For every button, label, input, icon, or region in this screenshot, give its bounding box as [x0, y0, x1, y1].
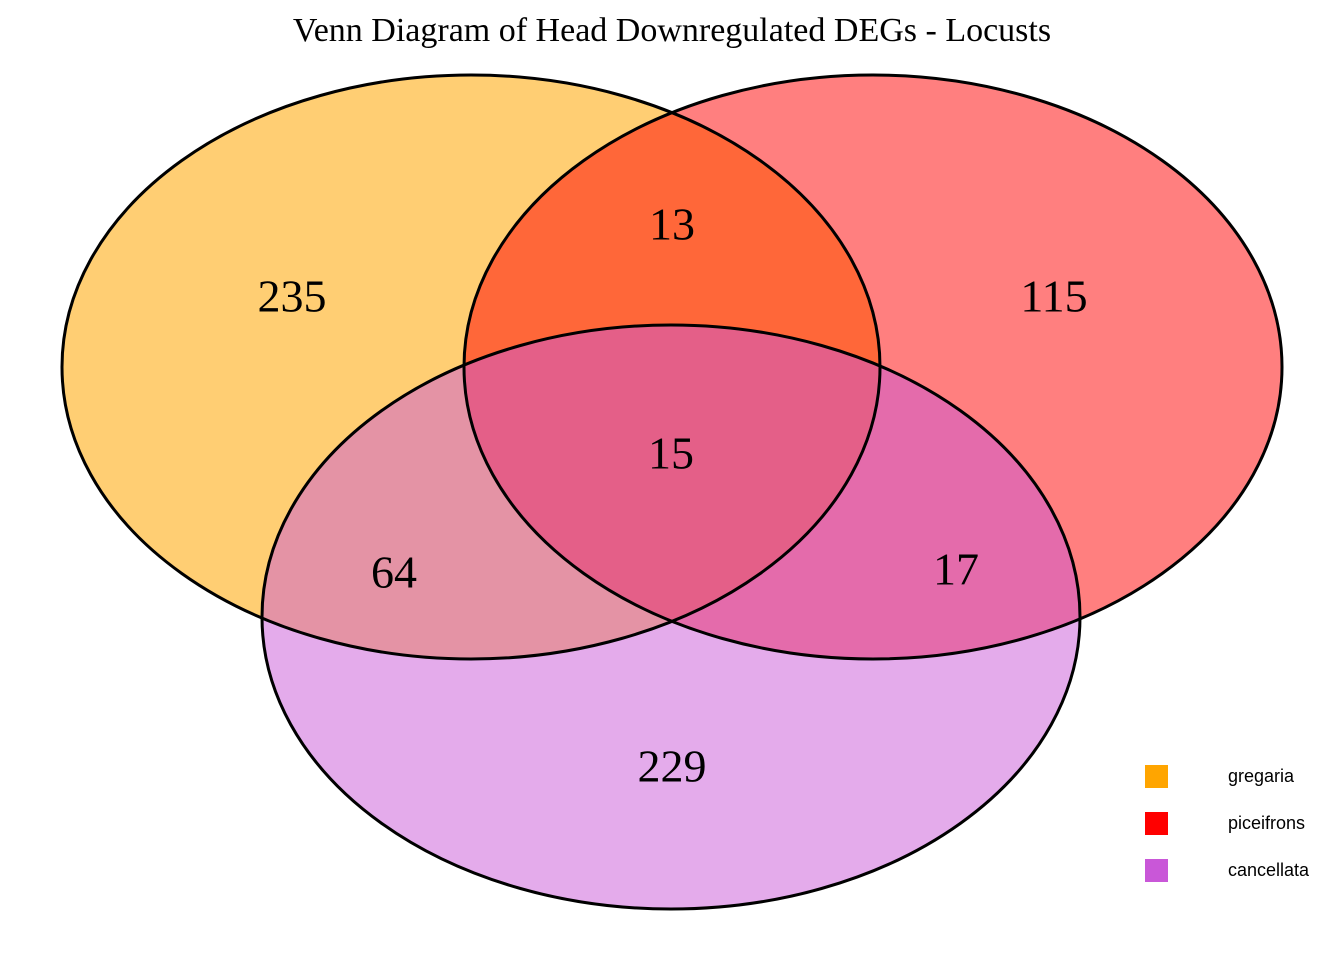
legend-item-cancellata: cancellata: [1145, 859, 1314, 882]
legend-label-cancellata: cancellata: [1228, 860, 1310, 880]
region-count-gregaria-cancellata: 64: [371, 546, 417, 598]
chart-title: Venn Diagram of Head Downregulated DEGs …: [292, 12, 1052, 49]
region-count-piceifrons-only: 115: [1020, 270, 1088, 322]
legend-label-gregaria: gregaria: [1228, 766, 1295, 786]
legend-label-piceifrons: piceifrons: [1228, 813, 1306, 833]
region-count-cancellata-only: 229: [637, 740, 707, 792]
legend-swatch-cancellata: [1145, 859, 1168, 882]
legend-swatch-gregaria: [1145, 765, 1168, 788]
region-count-gregaria-only: 235: [257, 270, 327, 322]
ellipse-outlines: [60, 73, 1284, 911]
legend-swatch-piceifrons: [1145, 812, 1168, 835]
region-count-piceifrons-cancellata: 17: [933, 543, 979, 595]
legend-item-piceifrons: piceifrons: [1145, 812, 1314, 835]
region-count-all-three: 15: [648, 427, 694, 479]
region-count-gregaria-piceifrons: 13: [649, 198, 695, 250]
cancellata-ellipse: [262, 325, 1080, 909]
legend: gregaria piceifrons cancellata: [1145, 765, 1314, 882]
legend-item-gregaria: gregaria: [1145, 765, 1314, 788]
